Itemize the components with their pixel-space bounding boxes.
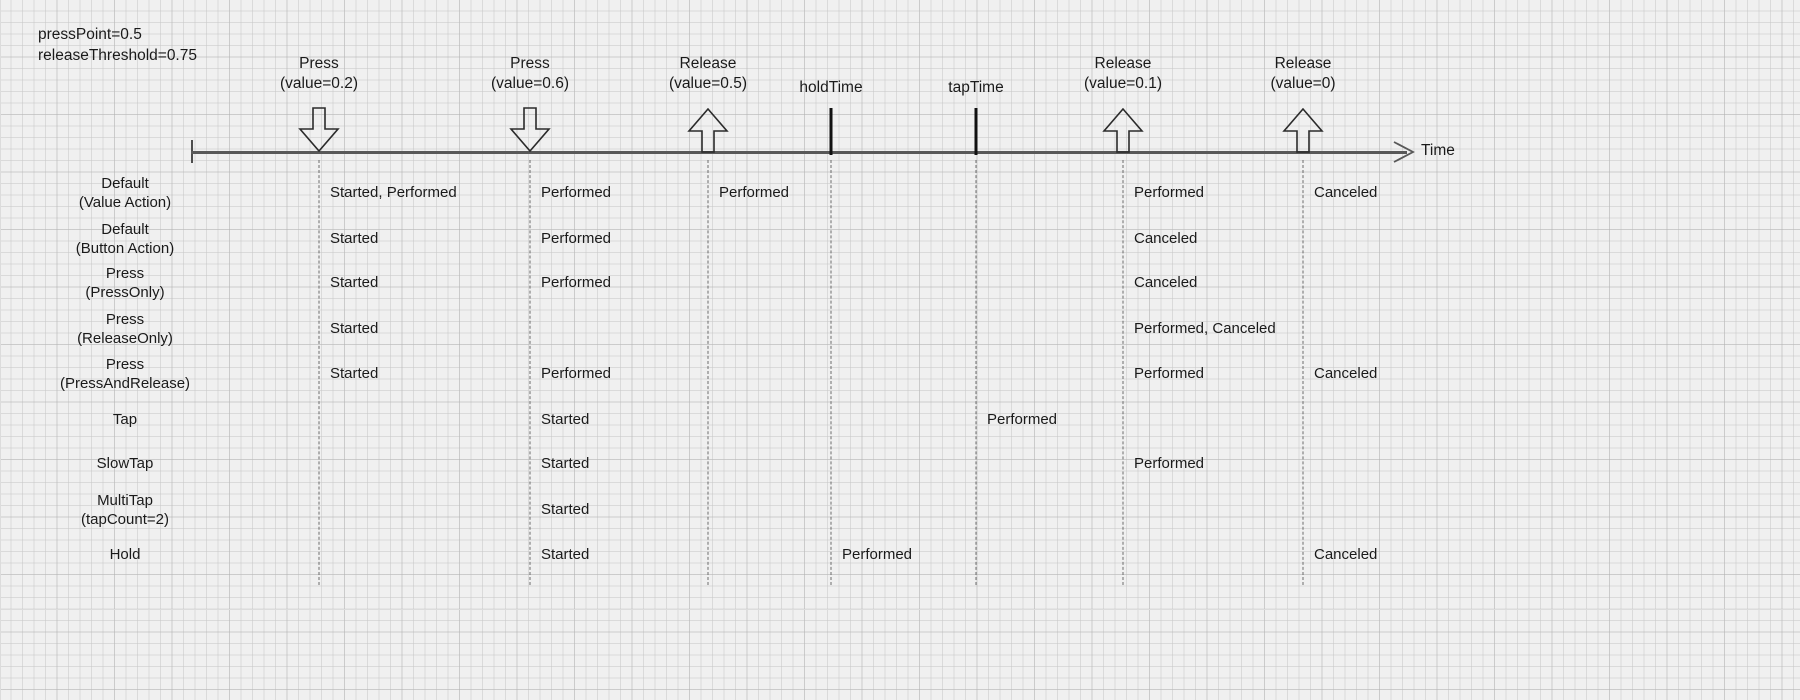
column-guide-tap-time	[975, 160, 977, 585]
cell-press-pressandrelease-release-00: Canceled	[1314, 365, 1378, 382]
cell-default-value-action-press-06: Performed	[541, 184, 612, 201]
cell-press-releaseonly-release-01: Performed, Canceled	[1134, 320, 1276, 337]
row-label-tap: Tap	[112, 411, 138, 428]
column-guide-release-01	[1122, 160, 1124, 585]
row-label-press-pressandrelease: Press (PressAndRelease)	[59, 356, 191, 392]
parameter-notes: pressPoint=0.5 releaseThreshold=0.75	[38, 26, 197, 64]
tick-marker-hold-time	[829, 108, 833, 155]
column-guide-release-05	[707, 160, 709, 585]
cell-press-pressonly-press-02: Started	[330, 274, 379, 291]
axis-label: Time	[1421, 142, 1455, 159]
cell-hold-press-06: Started	[541, 546, 590, 563]
cell-default-value-action-press-02: Started, Performed	[330, 184, 457, 201]
time-axis-line	[191, 151, 1407, 154]
event-label-hold-time: holdTime	[799, 79, 863, 96]
event-label-release-01: Release (value=0.1)	[1084, 55, 1162, 92]
event-label-press-06: Press (value=0.6)	[491, 55, 569, 92]
arrow-up-icon-release-00	[1282, 108, 1324, 153]
cell-default-value-action-release-05: Performed	[719, 184, 790, 201]
cell-default-button-action-press-06: Performed	[541, 230, 612, 247]
cell-press-pressonly-press-06: Performed	[541, 274, 612, 291]
row-label-multitap: MultiTap (tapCount=2)	[81, 492, 169, 528]
cell-hold-hold-time: Performed	[842, 546, 913, 563]
tick-marker-tap-time	[974, 108, 978, 155]
column-guide-release-00	[1302, 160, 1304, 585]
cell-tap-tap-time: Performed	[987, 411, 1058, 428]
cell-slowtap-release-01: Performed	[1134, 455, 1205, 472]
cell-default-button-action-release-01: Canceled	[1134, 230, 1198, 247]
arrow-down-icon-press-02	[298, 107, 340, 153]
row-label-hold: Hold	[109, 546, 141, 563]
row-label-press-releaseonly: Press (ReleaseOnly)	[77, 311, 173, 347]
arrow-up-icon-release-05	[687, 108, 729, 153]
sheet-edge-bottom	[0, 609, 1800, 610]
event-label-press-02: Press (value=0.2)	[280, 55, 358, 92]
cell-slowtap-press-06: Started	[541, 455, 590, 472]
column-guide-press-06	[529, 160, 531, 585]
cell-hold-release-00: Canceled	[1314, 546, 1378, 563]
cell-press-pressonly-release-01: Canceled	[1134, 274, 1198, 291]
cell-default-value-action-release-01: Performed	[1134, 184, 1205, 201]
column-guide-hold-time	[830, 160, 832, 585]
event-label-release-00: Release (value=0)	[1270, 55, 1336, 92]
arrow-up-icon-release-01	[1102, 108, 1144, 153]
axis-arrowhead-icon	[1393, 141, 1415, 163]
column-guide-press-02	[318, 160, 320, 585]
row-label-default-button-action: Default (Button Action)	[75, 221, 175, 257]
row-label-default-value-action: Default (Value Action)	[78, 175, 172, 211]
row-label-press-pressonly: Press (PressOnly)	[85, 265, 165, 301]
event-label-release-05: Release (value=0.5)	[669, 55, 747, 92]
cell-multitap-press-06: Started	[541, 501, 590, 518]
cell-default-button-action-press-02: Started	[330, 230, 379, 247]
arrow-down-icon-press-06	[509, 107, 551, 153]
cell-press-pressandrelease-press-06: Performed	[541, 365, 612, 382]
cell-press-pressandrelease-release-01: Performed	[1134, 365, 1205, 382]
row-label-slowtap: SlowTap	[96, 455, 154, 472]
cell-press-releaseonly-press-02: Started	[330, 320, 379, 337]
cell-tap-press-06: Started	[541, 411, 590, 428]
sheet-edge-left	[0, 0, 1, 700]
cell-press-pressandrelease-press-02: Started	[330, 365, 379, 382]
cell-default-value-action-release-00: Canceled	[1314, 184, 1378, 201]
event-label-tap-time: tapTime	[948, 79, 1004, 96]
